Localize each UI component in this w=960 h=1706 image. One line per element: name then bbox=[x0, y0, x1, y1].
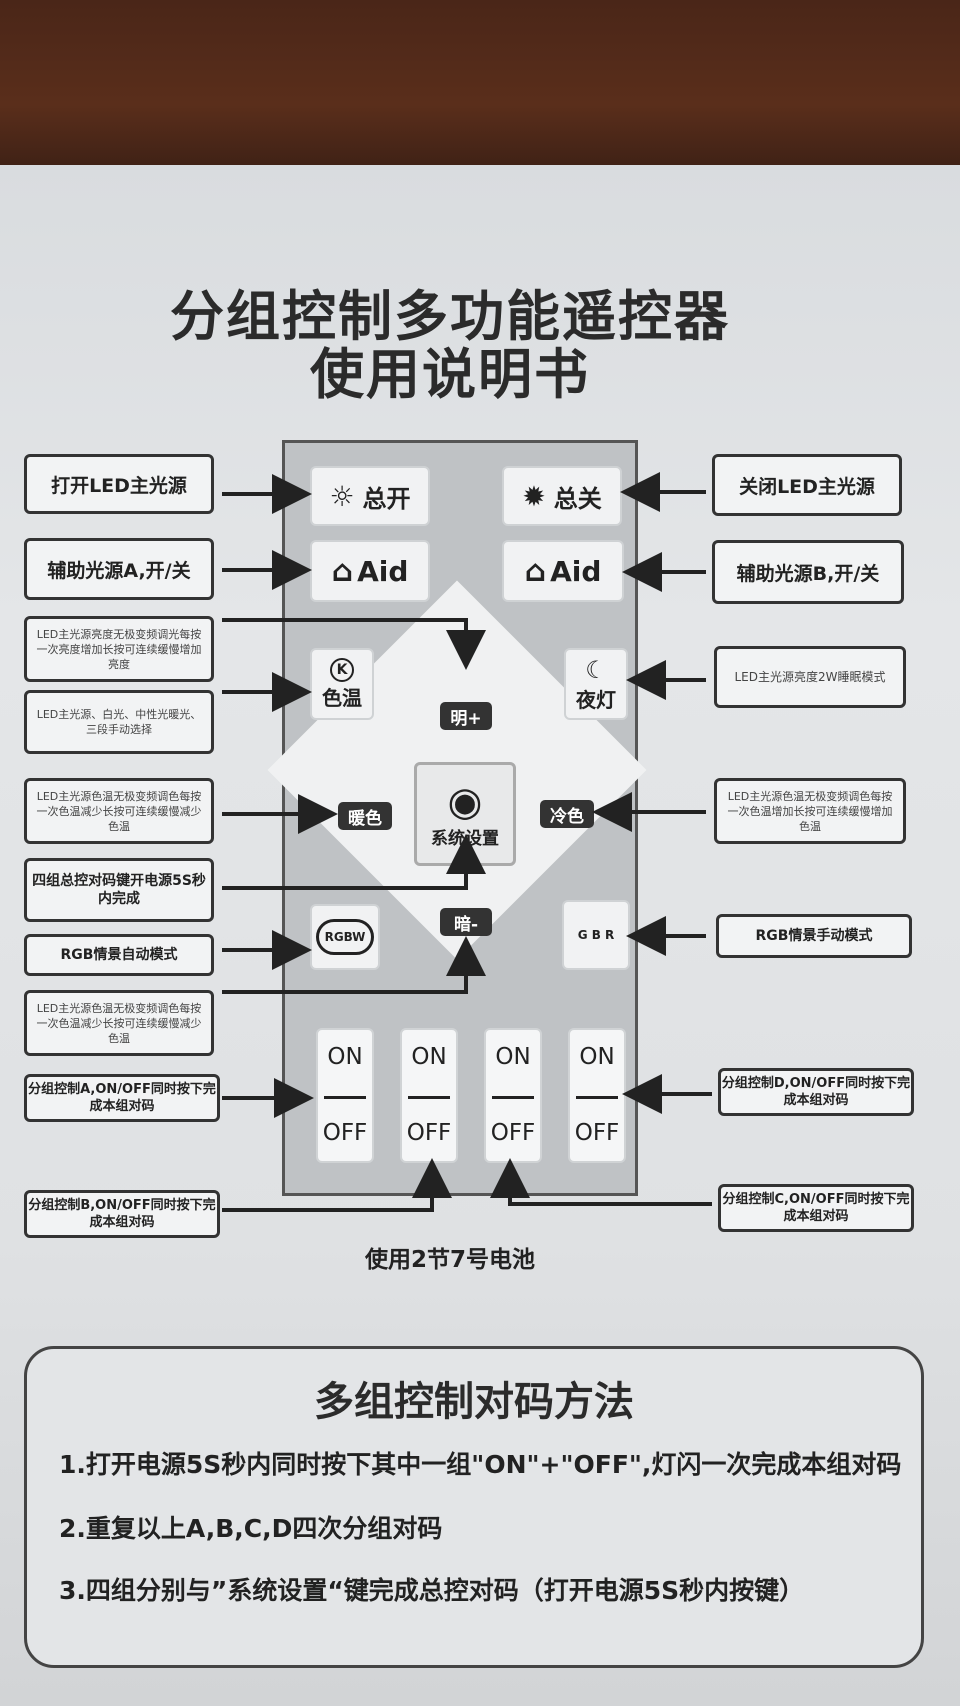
divider bbox=[408, 1096, 450, 1099]
battery-note: 使用2节7号电池 bbox=[364, 1247, 535, 1273]
color-temp-button[interactable]: K 色温 bbox=[310, 648, 374, 720]
group-d-switch[interactable]: ON OFF bbox=[568, 1028, 626, 1163]
label-aux-a: 辅助光源A,开/关 bbox=[24, 538, 214, 600]
divider bbox=[492, 1096, 534, 1099]
group-b-off-button[interactable]: OFF bbox=[406, 1120, 452, 1146]
aid-a-label: Aid bbox=[357, 554, 409, 588]
label-group-a: 分组控制A,ON/OFF同时按下完成本组对码 bbox=[24, 1074, 220, 1122]
label-rgb-manual: RGB情景手动模式 bbox=[716, 914, 912, 958]
group-c-off-button[interactable]: OFF bbox=[490, 1120, 536, 1146]
rgbw-cycle-icon: RGBW bbox=[315, 919, 375, 955]
rgb-manual-button[interactable]: G B R bbox=[562, 900, 630, 970]
title-line-1: 分组控制多功能遥控器 bbox=[170, 285, 730, 348]
aid-b-button[interactable]: ⌂ Aid bbox=[502, 540, 624, 602]
label-aux-b: 辅助光源B,开/关 bbox=[712, 540, 904, 604]
divider bbox=[576, 1096, 618, 1099]
moon-star-icon: ☾ bbox=[585, 655, 607, 684]
pairing-step-2: 2.重复以上A,B,C,D四次分组对码 bbox=[59, 1514, 443, 1543]
all-on-label: 总开 bbox=[362, 484, 411, 513]
pairing-step-3: 3.四组分别与”系统设置“键完成总控对码（打开电源5S秒内按键） bbox=[59, 1576, 805, 1605]
label-group-b: 分组控制B,ON/OFF同时按下完成本组对码 bbox=[24, 1190, 220, 1238]
group-d-off-button[interactable]: OFF bbox=[574, 1120, 620, 1146]
group-b-on-button[interactable]: ON bbox=[411, 1044, 447, 1070]
all-off-label: 总关 bbox=[553, 484, 602, 513]
group-b-switch[interactable]: ON OFF bbox=[400, 1028, 458, 1163]
label-main-off: 关闭LED主光源 bbox=[712, 454, 902, 516]
all-on-button[interactable]: ☼ 总开 bbox=[310, 466, 430, 526]
label-pair-all: 四组总控对码键开电源5S秒内完成 bbox=[24, 858, 214, 922]
aid-b-label: Aid bbox=[550, 554, 602, 588]
label-group-c: 分组控制C,ON/OFF同时按下完成本组对码 bbox=[718, 1184, 914, 1232]
rgb-auto-button[interactable]: RGBW bbox=[310, 904, 380, 970]
sun-filled-icon: ✹ bbox=[522, 479, 546, 513]
night-light-button[interactable]: ☾ 夜灯 bbox=[564, 648, 628, 720]
label-color-temp: LED主光源、白光、中性光暖光、三段手动选择 bbox=[24, 690, 214, 754]
group-c-on-button[interactable]: ON bbox=[495, 1044, 531, 1070]
group-d-on-button[interactable]: ON bbox=[579, 1044, 615, 1070]
label-brightness: LED主光源亮度无极变频调光每按一次亮度增加长按可连续缓慢增加亮度 bbox=[24, 616, 214, 682]
label-warm: LED主光源色温无极变频调色每按一次色温减少长按可连续缓慢减少色温 bbox=[24, 778, 214, 844]
group-a-switch[interactable]: ON OFF bbox=[316, 1028, 374, 1163]
group-a-on-button[interactable]: ON bbox=[327, 1044, 363, 1070]
label-dim: LED主光源色温无极变频调色每按一次色温减少长按可连续缓慢减少色温 bbox=[24, 990, 214, 1056]
warm-color-button[interactable]: 暖色 bbox=[338, 802, 392, 830]
recycle-rgb-icon: G B R bbox=[577, 928, 615, 942]
color-temp-label: 色温 bbox=[322, 685, 362, 710]
sun-outline-icon: ☼ bbox=[329, 479, 355, 513]
brightness-up-button[interactable]: 明+ bbox=[440, 702, 492, 730]
pairing-method-heading: 多组控制对码方法 bbox=[314, 1379, 634, 1425]
title-line-2: 使用说明书 bbox=[310, 343, 590, 406]
night-light-label: 夜灯 bbox=[576, 687, 616, 712]
label-main-on: 打开LED主光源 bbox=[24, 454, 214, 514]
group-a-off-button[interactable]: OFF bbox=[322, 1120, 368, 1146]
cool-color-button[interactable]: 冷色 bbox=[540, 800, 594, 828]
house-two-people-icon: ⌂ bbox=[524, 553, 547, 589]
color-temp-k-icon: K bbox=[330, 657, 354, 682]
aid-a-button[interactable]: ⌂ Aid bbox=[310, 540, 430, 602]
label-night-light: LED主光源亮度2W睡眠模式 bbox=[714, 646, 906, 708]
brightness-down-button[interactable]: 暗- bbox=[440, 908, 492, 936]
divider bbox=[324, 1096, 366, 1099]
label-rgb-auto: RGB情景自动模式 bbox=[24, 934, 214, 976]
wooden-background bbox=[0, 0, 960, 175]
pairing-step-1: 1.打开电源5S秒内同时按下其中一组"ON"+"OFF",灯闪一次完成本组对码 bbox=[59, 1450, 902, 1479]
wireless-logo-icon: ◉ bbox=[447, 778, 483, 825]
label-group-d: 分组控制D,ON/OFF同时按下完成本组对码 bbox=[718, 1068, 914, 1116]
label-cool: LED主光源色温无极变频调色每按一次色温增加长按可连续缓慢增加色温 bbox=[714, 778, 906, 844]
pairing-method-box: 多组控制对码方法 1.打开电源5S秒内同时按下其中一组"ON"+"OFF",灯闪… bbox=[24, 1346, 924, 1668]
house-person-icon: ⌂ bbox=[331, 553, 354, 589]
